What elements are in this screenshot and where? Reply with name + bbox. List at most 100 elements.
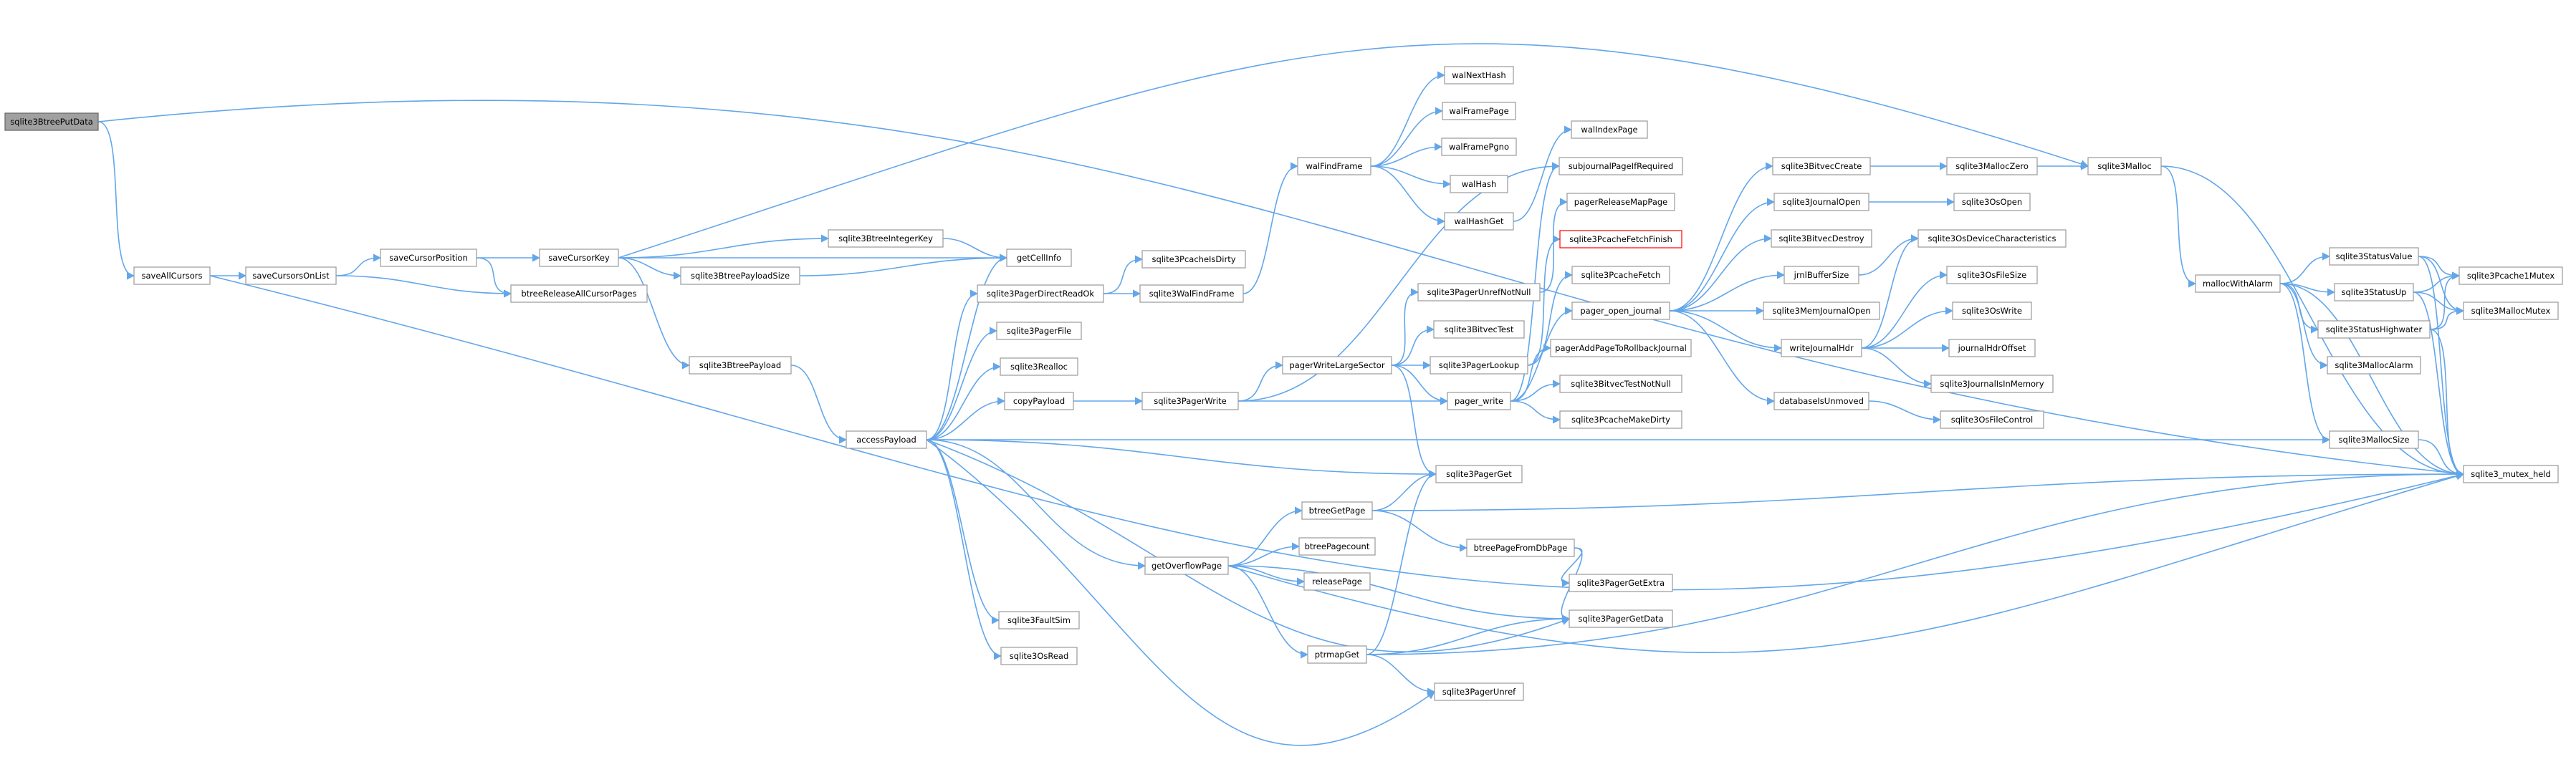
edge-save-cursor-key-to-sqlite3-btree-integer-key (618, 234, 830, 259)
node-sqlite3-malloc-zero[interactable]: sqlite3MallocZero (1946, 157, 2038, 175)
node-sqlite3-realloc[interactable]: sqlite3Realloc (1000, 357, 1078, 376)
edge-pager-open-journal-to-sqlite3-journal-open (1669, 198, 1776, 312)
edge-sqlite3-status-highwater-to-sqlite3-mutex-held (2429, 329, 2465, 478)
node-sqlite3-malloc-alarm[interactable]: sqlite3MallocAlarm (2327, 356, 2421, 375)
node-sqlite3-pager-unref[interactable]: sqlite3PagerUnref (1434, 682, 1524, 701)
edge-database-is-unmoved-to-sqlite3-os-file-control (1868, 400, 1942, 424)
node-sqlite3-btree-payload[interactable]: sqlite3BtreePayload (689, 356, 792, 375)
node-btree-get-page[interactable]: btreeGetPage (1301, 501, 1373, 520)
node-pager-open-journal[interactable]: pager_open_journal (1571, 301, 1670, 320)
node-sqlite3-status-highwater[interactable]: sqlite3StatusHighwater (2317, 320, 2431, 339)
node-copy-payload[interactable]: copyPayload (1004, 392, 1074, 410)
node-journal-hdr-offset[interactable]: journalHdrOffset (1948, 339, 2036, 357)
node-sqlite3-journal-open[interactable]: sqlite3JournalOpen (1773, 193, 1869, 211)
node-wal-find-frame[interactable]: walFindFrame (1297, 157, 1371, 175)
node-sqlite3-pcache-is-dirty[interactable]: sqlite3PcacheIsDirty (1141, 250, 1246, 269)
node-sqlite3-pager-direct-read-ok[interactable]: sqlite3PagerDirectReadOk (977, 284, 1104, 303)
node-label: sqlite3Pcache1Mutex (2467, 271, 2555, 281)
node-sqlite3-os-read[interactable]: sqlite3OsRead (1000, 647, 1078, 665)
node-sqlite3-journal-is-in-memory[interactable]: sqlite3JournalIsInMemory (1930, 375, 2054, 393)
node-release-page[interactable]: releasePage (1303, 572, 1371, 591)
node-sqlite3-os-write[interactable]: sqlite3OsWrite (1952, 301, 2032, 320)
node-sqlite3-pager-lookup[interactable]: sqlite3PagerLookup (1430, 356, 1528, 375)
node-sqlite3-os-file-size[interactable]: sqlite3OsFileSize (1946, 266, 2038, 284)
node-box (1450, 175, 1508, 193)
node-sqlite3-bitvec-test-not-null[interactable]: sqlite3BitvecTestNotNull (1559, 375, 1682, 393)
node-sqlite3-pager-unref-not-null[interactable]: sqlite3PagerUnrefNotNull (1417, 283, 1541, 301)
node-label: sqlite3JournalOpen (1782, 197, 1860, 207)
edge-wal-find-frame-to-wal-hash (1370, 165, 1452, 188)
node-sqlite3-os-file-control[interactable]: sqlite3OsFileControl (1940, 410, 2044, 429)
node-pager-write[interactable]: pager_write (1447, 392, 1511, 410)
node-sqlite3-os-device-characteristics[interactable]: sqlite3OsDeviceCharacteristics (1917, 229, 2067, 248)
node-sqlite3-pager-write[interactable]: sqlite3PagerWrite (1141, 392, 1239, 410)
node-sqlite3-malloc[interactable]: sqlite3Malloc (2087, 157, 2162, 175)
node-sqlite3-malloc-size[interactable]: sqlite3MallocSize (2329, 430, 2419, 449)
node-sqlite3-bitvec-destroy[interactable]: sqlite3BitvecDestroy (1771, 229, 1872, 248)
node-label: sqlite3BtreePutData (10, 117, 93, 127)
node-save-all-cursors[interactable]: saveAllCursors (133, 266, 211, 285)
node-sqlite3-fault-sim[interactable]: sqlite3FaultSim (998, 611, 1080, 629)
node-label: accessPayload (856, 435, 916, 445)
node-save-cursors-on-list[interactable]: saveCursorsOnList (245, 266, 337, 285)
node-wal-hash-get[interactable]: walHashGet (1444, 212, 1514, 231)
node-database-is-unmoved[interactable]: databaseIsUnmoved (1773, 392, 1869, 410)
node-box (1141, 392, 1239, 410)
node-btree-release-all-cursor-pages[interactable]: btreeReleaseAllCursorPages (510, 284, 648, 303)
node-sqlite3-status-value[interactable]: sqlite3StatusValue (2329, 247, 2419, 266)
node-pager-release-map-page[interactable]: pagerReleaseMapPage (1566, 193, 1675, 211)
node-wal-frame-page[interactable]: walFramePage (1442, 102, 1516, 120)
node-wal-next-hash[interactable]: walNextHash (1444, 66, 1514, 85)
node-sqlite3-pager-get[interactable]: sqlite3PagerGet (1435, 465, 1523, 483)
node-save-cursor-key[interactable]: saveCursorKey (539, 249, 619, 267)
node-jrnl-buffer-size[interactable]: jrnlBufferSize (1783, 266, 1859, 284)
node-write-journal-hdr[interactable]: writeJournalHdr (1781, 339, 1862, 357)
node-sqlite3-status-up[interactable]: sqlite3StatusUp (2334, 283, 2414, 301)
node-subjournal-page-if-required[interactable]: subjournalPageIfRequired (1558, 157, 1683, 175)
edge-get-overflow-page-to-btree-pagecount (1227, 542, 1301, 566)
node-sqlite3-btree-integer-key[interactable]: sqlite3BtreeIntegerKey (828, 229, 944, 248)
node-wal-frame-pgno[interactable]: walFramePgno (1441, 137, 1517, 156)
node-sqlite3-pager-get-extra[interactable]: sqlite3PagerGetExtra (1569, 574, 1673, 592)
node-sqlite3-mem-journal-open[interactable]: sqlite3MemJournalOpen (1763, 301, 1880, 320)
node-get-cell-info[interactable]: getCellInfo (1006, 249, 1072, 267)
node-sqlite3-bitvec-test[interactable]: sqlite3BitvecTest (1433, 320, 1525, 339)
nodes-layer: sqlite3BtreePutData saveAllCursors saveCur… (4, 66, 2563, 701)
edge-sqlite3-malloc-to-sqlite3-mutex-held (2160, 165, 2465, 478)
node-malloc-with-alarm[interactable]: mallocWithAlarm (2195, 274, 2281, 293)
edge-wal-find-frame-to-wal-frame-pgno (1370, 143, 1443, 167)
node-box (1282, 356, 1392, 375)
node-sqlite3-malloc-mutex[interactable]: sqlite3MallocMutex (2463, 301, 2559, 320)
node-box (1004, 392, 1074, 410)
edge-save-cursors-on-list-to-save-cursor-position (335, 254, 382, 276)
node-label: sqlite3PagerUnrefNotNull (1427, 287, 1531, 297)
node-sqlite3-pcache-make-dirty[interactable]: sqlite3PcacheMakeDirty (1559, 410, 1682, 429)
node-sqlite3-pcache-fetch[interactable]: sqlite3PcacheFetch (1571, 266, 1670, 284)
node-sqlite3-pager-file[interactable]: sqlite3PagerFile (996, 322, 1082, 340)
node-pager-add-page-to-rollback-journal[interactable]: pagerAddPageToRollbackJournal (1550, 339, 1692, 357)
node-sqlite3-mutex-held[interactable]: sqlite3_mutex_held (2463, 465, 2559, 483)
node-btree-page-from-db-page[interactable]: btreePageFromDbPage (1466, 539, 1575, 557)
node-pager-write-large-sector[interactable]: pagerWriteLargeSector (1282, 356, 1392, 375)
node-access-payload[interactable]: accessPayload (846, 430, 927, 449)
node-box (1298, 537, 1376, 556)
node-sqlite3-wal-find-frame[interactable]: sqlite3WalFindFrame (1139, 284, 1244, 303)
node-ptrmap-get[interactable]: ptrmapGet (1307, 645, 1367, 664)
node-sqlite3-btree-put-data[interactable]: sqlite3BtreePutData (4, 112, 99, 131)
node-save-cursor-position[interactable]: saveCursorPosition (380, 249, 477, 267)
node-sqlite3-btree-payload-size[interactable]: sqlite3BtreePayloadSize (680, 266, 800, 285)
node-wal-hash[interactable]: walHash (1450, 175, 1508, 193)
node-sqlite3-bitvec-create[interactable]: sqlite3BitvecCreate (1772, 157, 1871, 175)
node-sqlite3-os-open[interactable]: sqlite3OsOpen (1953, 193, 2031, 211)
node-wal-index-page[interactable]: walIndexPage (1571, 120, 1648, 139)
node-btree-pagecount[interactable]: btreePagecount (1298, 537, 1376, 556)
node-box (2329, 430, 2419, 449)
edge-sqlite3-btree-put-data-to-save-all-cursors (97, 121, 135, 280)
node-sqlite3-pcache-fetch-finish[interactable]: sqlite3PcacheFetchFinish (1559, 230, 1682, 249)
node-label: sqlite3PcacheMakeDirty (1571, 415, 1670, 425)
node-get-overflow-page[interactable]: getOverflowPage (1144, 556, 1229, 575)
node-sqlite3-pager-get-data[interactable]: sqlite3PagerGetData (1569, 609, 1673, 628)
node-sqlite3-pcache1-mutex[interactable]: sqlite3Pcache1Mutex (2458, 266, 2563, 285)
node-box (680, 266, 800, 285)
